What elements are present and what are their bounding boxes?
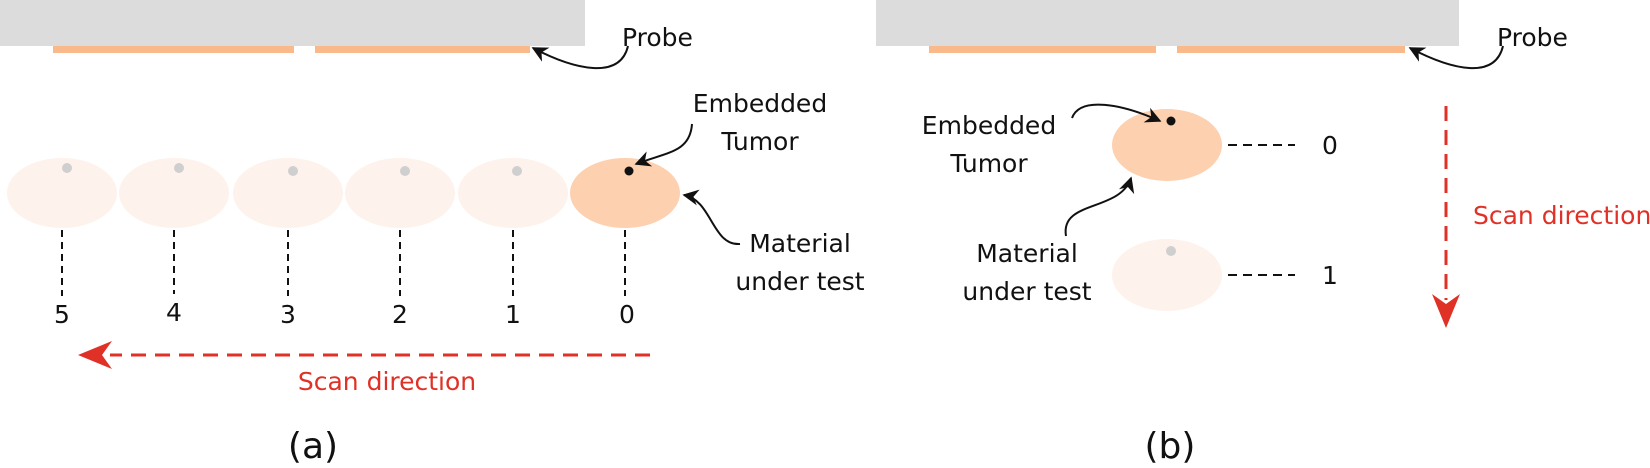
position-label: 0: [619, 300, 635, 329]
probe-element-right: [315, 46, 530, 53]
probe-element-left: [929, 46, 1156, 53]
material-faded-1: [458, 158, 568, 228]
tumor-dot-faded-4: [174, 163, 184, 173]
position-label: 4: [166, 298, 182, 327]
probe-housing: [0, 0, 585, 46]
position-label: 0: [1322, 131, 1338, 160]
material-active-0: [570, 158, 680, 228]
material-label: under test: [735, 267, 864, 296]
tumor-dot-faded-5: [62, 163, 72, 173]
tumor-dot-active-0: [624, 166, 634, 176]
probe-label: Probe: [622, 23, 693, 52]
scan-direction-label: Scan direction: [298, 367, 476, 396]
material-faded-1: [1112, 239, 1222, 311]
material-label: Material: [976, 239, 1078, 268]
position-label: 1: [505, 300, 521, 329]
probe-housing: [876, 0, 1459, 46]
tumor-pointer-arrow: [634, 123, 693, 167]
tumor-dot-active-0: [1166, 116, 1176, 126]
scan-arrowhead: [78, 341, 112, 369]
tumor-dot-faded-2: [400, 166, 410, 176]
tumor-label: Embedded: [693, 89, 827, 118]
material-faded-5: [7, 158, 117, 228]
material-faded-2: [345, 158, 455, 228]
material-active-0: [1112, 109, 1222, 181]
position-label: 2: [392, 300, 408, 329]
tumor-label: Tumor: [949, 149, 1028, 178]
material-faded-4: [119, 158, 229, 228]
position-label: 1: [1322, 261, 1338, 290]
panel-b: Probe 0 1 Embedded Tumor Material under …: [876, 0, 1650, 467]
probe-pointer-arrow: [531, 45, 629, 69]
material-pointer-arrow: [682, 189, 741, 246]
panel-a: Probe 5 4 3 2 1 0 Embedded Tumor: [0, 0, 865, 467]
scan-direction-label: Scan direction: [1473, 201, 1650, 230]
tumor-pointer-arrow: [1071, 103, 1162, 123]
position-label: 5: [54, 300, 70, 329]
material-faded-3: [233, 158, 343, 228]
tumor-dot-faded-1: [512, 166, 522, 176]
probe-element-left: [53, 46, 294, 53]
scan-arrowhead: [1432, 294, 1460, 328]
tumor-dot-faded-1: [1166, 246, 1176, 256]
probe-label: Probe: [1497, 23, 1568, 52]
probe-pointer-arrow: [1408, 45, 1504, 69]
tumor-dot-faded-3: [288, 166, 298, 176]
tumor-label: Tumor: [720, 127, 799, 156]
panel-caption: (a): [288, 426, 338, 467]
material-pointer-arrow: [1064, 176, 1135, 237]
material-label: under test: [962, 277, 1091, 306]
position-label: 3: [280, 300, 296, 329]
tumor-label: Embedded: [922, 111, 1056, 140]
material-label: Material: [749, 229, 851, 258]
panel-caption: (b): [1145, 426, 1196, 467]
probe-element-right: [1177, 46, 1405, 53]
